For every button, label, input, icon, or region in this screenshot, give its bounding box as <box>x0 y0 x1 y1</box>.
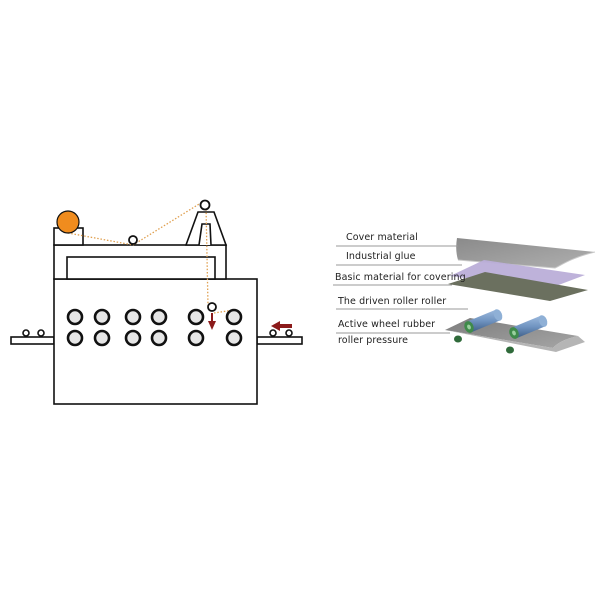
press-roller <box>124 308 142 326</box>
press-roller <box>66 308 84 326</box>
right-table-roller <box>285 329 293 337</box>
industrial-glue-sheet <box>450 260 585 289</box>
press-roller <box>225 308 243 326</box>
press-roller <box>225 329 243 347</box>
left-table-roller <box>37 329 45 337</box>
press-roller <box>93 308 111 326</box>
label-roller-pressure: roller pressure <box>338 335 409 346</box>
press-roller <box>187 308 205 326</box>
basic-material-sheet <box>448 272 588 301</box>
guide-roller-top <box>199 199 211 211</box>
label-driven-roller: The driven roller roller <box>338 296 447 307</box>
upper-frame-inner <box>66 256 216 280</box>
press-roller <box>187 329 205 347</box>
down-arrow-icon <box>208 313 216 330</box>
active-rubber-roller-end <box>506 346 514 354</box>
guide-roller-inner <box>207 302 217 312</box>
press-roller <box>66 329 84 347</box>
active-rubber-roller-end <box>454 335 462 343</box>
label-industrial-glue: Industrial glue <box>346 251 416 262</box>
press-roller <box>124 329 142 347</box>
guide-roller-middle <box>128 235 138 245</box>
leader-lines <box>333 245 468 334</box>
driven-roller <box>509 315 548 339</box>
cover-material-sheet <box>456 238 595 268</box>
press-roller <box>93 329 111 347</box>
right-table-roller <box>269 329 277 337</box>
left-table-roller <box>22 329 30 337</box>
label-basic-material: Basic material for covering <box>335 272 466 283</box>
label-active-wheel: Active wheel rubber <box>338 319 436 330</box>
feed-direction-arrow-icon <box>271 321 292 331</box>
label-cover-material: Cover material <box>346 232 418 243</box>
laminating-machine-diagram <box>10 199 303 405</box>
roller-grid <box>66 308 243 347</box>
driven-roller <box>464 309 503 333</box>
material-spool <box>56 210 80 234</box>
press-roller <box>150 329 168 347</box>
press-roller <box>150 308 168 326</box>
